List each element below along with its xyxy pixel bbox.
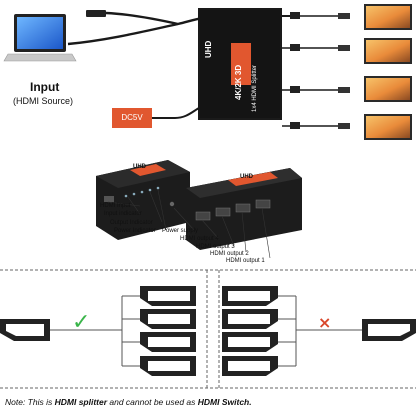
power-label: DC5V <box>112 108 152 128</box>
footer-note: Note: This is HDMI splitter and cannot b… <box>5 397 252 407</box>
label-hdmi-output-4: HDMI output 4 <box>180 236 219 242</box>
note-prefix: Note: This is <box>5 397 55 407</box>
label-hdmi-output-2: HDMI output 2 <box>210 251 249 257</box>
laptop-icon <box>4 14 76 61</box>
label-input-indicator: Input indicator <box>104 211 142 217</box>
monitor-icons <box>364 4 412 140</box>
device-uhd-left: UHD <box>133 164 146 170</box>
valid-diagram <box>0 286 196 376</box>
input-title: Input <box>30 80 59 94</box>
input-subtitle: (HDMI Source) <box>13 96 73 106</box>
splitter-resolution-label: 4K/2K 3D <box>234 65 243 100</box>
device-uhd-right: UHD <box>240 174 253 180</box>
splitter-model-label: 1x4 HDMI Splitter <box>252 65 258 112</box>
splitter-uhd-label: UHD <box>204 41 213 58</box>
bottom-frame <box>0 270 416 388</box>
input-cable <box>68 10 203 44</box>
label-power-indicator: Power Indicator <box>114 228 156 234</box>
note-strong: HDMI splitter <box>55 397 107 407</box>
label-power-supply: Power supply <box>162 228 198 234</box>
power-cable <box>152 108 199 118</box>
label-hdmi-output-1: HDMI output 1 <box>226 258 265 264</box>
label-hdmi-input: HDMI Input <box>100 203 130 209</box>
check-icon: ✓ <box>72 310 90 335</box>
label-output-indicator: Output Indicator <box>110 220 153 226</box>
label-hdmi-output-3: HDMI output 3 <box>196 244 235 250</box>
note-middle: and cannot be used as <box>107 397 198 407</box>
cross-icon: × <box>318 313 331 332</box>
output-cables <box>282 12 350 129</box>
note-strong2: HDMI Switch. <box>198 397 252 407</box>
